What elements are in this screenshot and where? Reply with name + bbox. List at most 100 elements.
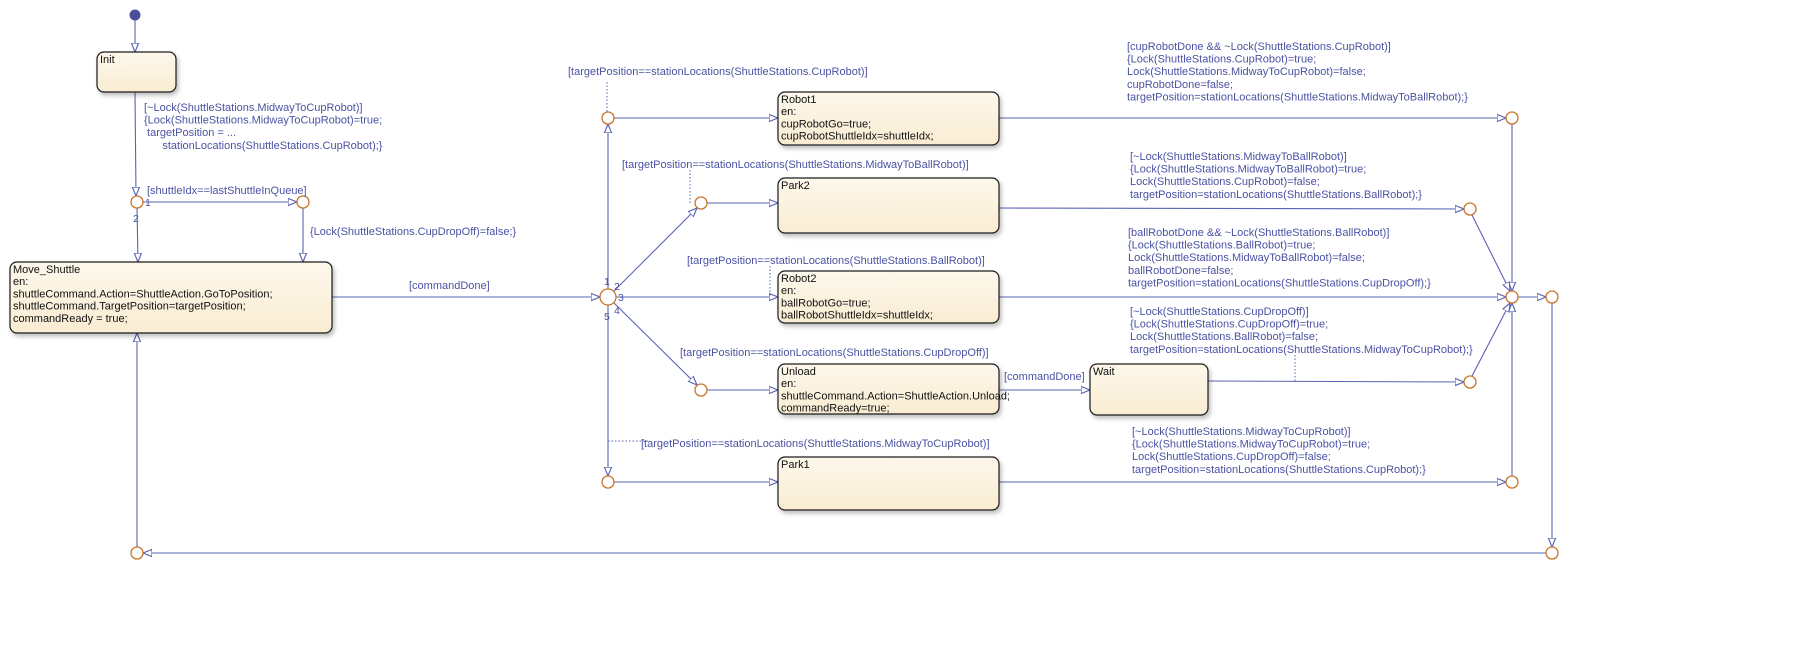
label-line: [targetPosition==stationLocations(Shuttl… xyxy=(641,438,990,450)
junction-merge[interactable] xyxy=(1505,290,1519,304)
order-number: 1 xyxy=(145,197,151,209)
label-command-done-move[interactable]: [commandDone] xyxy=(409,280,490,292)
state-box[interactable] xyxy=(96,51,177,93)
transition-park2-exit[interactable] xyxy=(998,208,1464,209)
junction-out[interactable] xyxy=(1545,290,1559,304)
transition-wait-exit[interactable] xyxy=(1207,381,1464,382)
junction-park2-exit[interactable] xyxy=(1463,202,1477,216)
junction-cup-robot[interactable] xyxy=(601,111,615,125)
label-line: [targetPosition==stationLocations(Shuttl… xyxy=(622,159,969,171)
label-line: {Lock(ShuttleStations.MidwayToCupRobot)=… xyxy=(1132,439,1370,451)
label-line: [~Lock(ShuttleStations.MidwayToBallRobot… xyxy=(1130,151,1347,163)
junction-return-right[interactable] xyxy=(1545,546,1559,560)
state-action-line: ballRobotShuttleIdx=shuttleIdx; xyxy=(781,310,933,322)
state-action-line: commandReady = true; xyxy=(13,313,128,325)
label-unlock-dropoff[interactable]: {Lock(ShuttleStations.CupDropOff)=false;… xyxy=(310,226,516,238)
label-line: Lock(ShuttleStations.MidwayToCupRobot)=f… xyxy=(1127,66,1366,78)
state-action-line: shuttleCommand.TargetPosition=targetPosi… xyxy=(13,301,246,313)
state-text: Wait xyxy=(1093,366,1115,378)
junction-midway-ball[interactable] xyxy=(694,196,708,210)
order-number: 4 xyxy=(614,305,620,317)
state-name: Wait xyxy=(1093,366,1115,378)
label-line: ballRobotDone=false; xyxy=(1128,265,1234,277)
transition-init-exit[interactable] xyxy=(135,91,136,196)
transition-to-cup-dropoff[interactable] xyxy=(613,302,697,385)
transition-labels: [~Lock(ShuttleStations.MidwayToCupRobot)… xyxy=(144,41,1473,476)
label-line: targetPosition=stationLocations(ShuttleS… xyxy=(1128,277,1431,289)
junction-cup-dropoff[interactable] xyxy=(694,383,708,397)
label-to-midway-ball[interactable]: [targetPosition==stationLocations(Shuttl… xyxy=(622,159,969,171)
state-init[interactable]: Init xyxy=(96,51,177,93)
state-name: Robot2 xyxy=(781,273,816,285)
state-text: Init xyxy=(100,54,115,66)
label-line: [commandDone] xyxy=(1004,371,1085,383)
label-line: stationLocations(ShuttleStations.CupRobo… xyxy=(144,140,383,152)
state-park1[interactable]: Park1 xyxy=(777,456,1000,511)
junctions xyxy=(130,111,1559,560)
label-robot2-exit[interactable]: [ballRobotDone && ~Lock(ShuttleStations.… xyxy=(1128,227,1431,289)
label-to-cup-dropoff[interactable]: [targetPosition==stationLocations(Shuttl… xyxy=(680,347,989,359)
order-number: 2 xyxy=(614,281,620,293)
junction-wait-exit[interactable] xyxy=(1463,375,1477,389)
label-line: Lock(ShuttleStations.CupDropOff)=false; xyxy=(1132,451,1331,463)
connector-p2-diag[interactable] xyxy=(1471,214,1510,291)
state-wait[interactable]: Wait xyxy=(1089,363,1209,416)
label-line: {Lock(ShuttleStations.CupDropOff)=false;… xyxy=(310,226,516,238)
state-box[interactable] xyxy=(777,270,1000,324)
junction-return-left[interactable] xyxy=(130,546,144,560)
state-box[interactable] xyxy=(1089,363,1209,416)
state-box[interactable] xyxy=(777,177,1000,234)
state-action-line: shuttleCommand.Action=ShuttleAction.GoTo… xyxy=(13,288,273,300)
junction-robot1-exit[interactable] xyxy=(1505,111,1519,125)
state-action-line: ballRobotGo=true; xyxy=(781,297,871,309)
label-line: [ballRobotDone && ~Lock(ShuttleStations.… xyxy=(1128,227,1389,239)
label-wait-exit[interactable]: [~Lock(ShuttleStations.CupDropOff)]{Lock… xyxy=(1130,306,1473,356)
label-park1-exit[interactable]: [~Lock(ShuttleStations.MidwayToCupRobot)… xyxy=(1132,426,1426,476)
state-box[interactable] xyxy=(9,261,333,334)
label-line: [commandDone] xyxy=(409,280,490,292)
connector-wait-diag[interactable] xyxy=(1471,303,1510,377)
state-name: Park2 xyxy=(781,180,810,192)
label-line: targetPosition=stationLocations(ShuttleS… xyxy=(1130,189,1422,201)
label-line: [shuttleIdx==lastShuttleInQueue] xyxy=(147,185,307,197)
label-init-exit[interactable]: [~Lock(ShuttleStations.MidwayToCupRobot)… xyxy=(144,102,383,152)
state-action-line: commandReady=true; xyxy=(781,403,890,415)
state-box[interactable] xyxy=(777,91,1000,146)
state-box[interactable] xyxy=(777,456,1000,511)
execution-order-numbers: 1 2 1 2 3 4 5 xyxy=(133,197,624,323)
state-box[interactable] xyxy=(777,363,1000,415)
transition-to-midway-ball[interactable] xyxy=(613,208,697,292)
junction-park1-exit[interactable] xyxy=(1505,475,1519,489)
state-name: Park1 xyxy=(781,459,810,471)
label-line: [targetPosition==stationLocations(Shuttl… xyxy=(568,66,868,78)
label-park2-exit[interactable]: [~Lock(ShuttleStations.MidwayToBallRobot… xyxy=(1130,151,1422,201)
label-to-cup-robot[interactable]: [targetPosition==stationLocations(Shuttl… xyxy=(568,66,868,78)
transition-queue-to-move[interactable] xyxy=(137,207,138,262)
junction-midway-cup[interactable] xyxy=(601,475,615,489)
label-to-ball-robot[interactable]: [targetPosition==stationLocations(Shuttl… xyxy=(687,255,985,267)
junction-unlock[interactable] xyxy=(296,195,310,209)
default-transition-dot xyxy=(129,9,141,21)
label-robot1-exit[interactable]: [cupRobotDone && ~Lock(ShuttleStations.C… xyxy=(1127,41,1468,103)
junction-hub[interactable] xyxy=(599,288,617,306)
label-line: [~Lock(ShuttleStations.CupDropOff)] xyxy=(1130,306,1309,318)
state-action-line: en: xyxy=(781,285,796,297)
state-park2[interactable]: Park2 xyxy=(777,177,1000,234)
junction-queue[interactable] xyxy=(130,195,144,209)
state-action-line: en: xyxy=(781,106,796,118)
label-line: targetPosition=stationLocations(ShuttleS… xyxy=(1130,344,1473,356)
label-to-midway-cup[interactable]: [targetPosition==stationLocations(Shuttl… xyxy=(641,438,990,450)
label-command-done-unload[interactable]: [commandDone] xyxy=(1004,371,1085,383)
label-last-shuttle[interactable]: [shuttleIdx==lastShuttleInQueue] xyxy=(147,185,307,197)
order-number: 1 xyxy=(604,276,610,288)
state-action-line: en: xyxy=(781,378,796,390)
label-line: Lock(ShuttleStations.BallRobot)=false; xyxy=(1130,331,1318,343)
